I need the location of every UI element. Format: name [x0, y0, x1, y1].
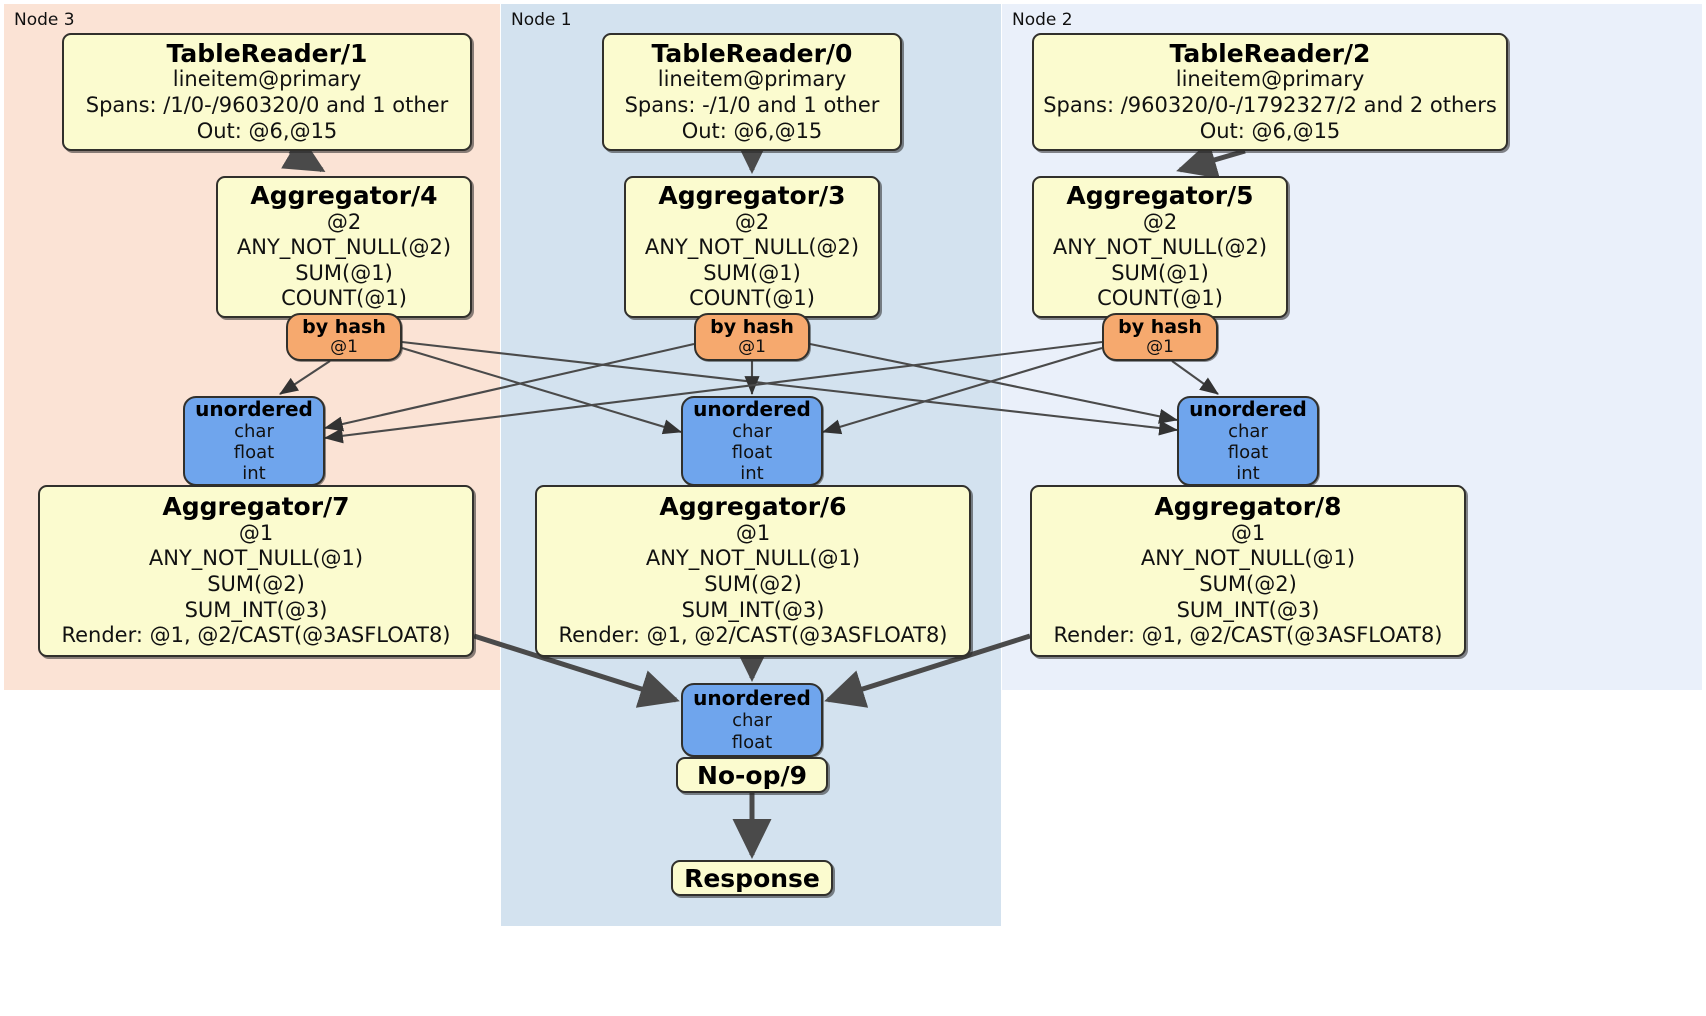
- synchronizer-type: float: [233, 441, 275, 463]
- processor-aggregator-5[interactable]: Aggregator/5 @2 ANY_NOT_NULL(@2) SUM(@1)…: [1032, 176, 1288, 318]
- synchronizer-title: unordered: [693, 396, 811, 421]
- synchronizer-unordered-right[interactable]: unordered char float int: [1177, 396, 1319, 486]
- processor-title: Aggregator/6: [659, 492, 847, 522]
- synchronizer-type: char: [1228, 420, 1268, 442]
- processor-title: Aggregator/4: [250, 181, 438, 211]
- processor-detail: ANY_NOT_NULL(@1): [148, 546, 364, 571]
- processor-title: No-op/9: [696, 760, 808, 790]
- synchronizer-type: char: [732, 710, 772, 732]
- processor-detail: COUNT(@1): [281, 286, 407, 311]
- processor-detail: ANY_NOT_NULL(@2): [644, 235, 860, 260]
- processor-title: Aggregator/5: [1066, 181, 1254, 211]
- processor-title: Aggregator/8: [1154, 492, 1342, 522]
- processor-detail: lineitem@primary: [1175, 67, 1365, 92]
- processor-detail: @2: [326, 209, 362, 234]
- synchronizer-type: float: [1227, 441, 1269, 463]
- synchronizer-type: float: [731, 441, 773, 463]
- processor-detail: Out: @6,@15: [681, 118, 823, 143]
- processor-detail: COUNT(@1): [1097, 286, 1223, 311]
- synchronizer-unordered-middle[interactable]: unordered char float int: [681, 396, 823, 486]
- router-by-hash-4[interactable]: by hash @1: [286, 313, 402, 361]
- processor-aggregator-8[interactable]: Aggregator/8 @1 ANY_NOT_NULL(@1) SUM(@2)…: [1030, 485, 1466, 657]
- processor-title: TableReader/1: [166, 38, 368, 68]
- processor-detail: SUM(@2): [207, 571, 305, 596]
- router-title: by hash: [710, 315, 794, 338]
- processor-title: TableReader/0: [651, 38, 853, 68]
- processor-detail: @2: [734, 209, 770, 234]
- processor-detail: @1: [735, 520, 771, 545]
- processor-detail: @1: [238, 520, 274, 545]
- processor-render: Render: @1, @2/CAST(@3ASFLOAT8): [558, 623, 948, 648]
- synchronizer-unordered-left[interactable]: unordered char float int: [183, 396, 325, 486]
- router-title: by hash: [1118, 315, 1202, 338]
- processor-title: TableReader/2: [1169, 38, 1371, 68]
- processor-detail: COUNT(@1): [689, 286, 815, 311]
- synchronizer-title: unordered: [693, 686, 811, 711]
- processor-detail: SUM(@1): [703, 260, 801, 285]
- processor-detail: lineitem@primary: [657, 67, 847, 92]
- response-node[interactable]: Response: [671, 860, 833, 896]
- processor-aggregator-4[interactable]: Aggregator/4 @2 ANY_NOT_NULL(@2) SUM(@1)…: [216, 176, 472, 318]
- synchronizer-type: float: [731, 731, 773, 753]
- response-title: Response: [684, 863, 820, 893]
- node-panel-label: Node 1: [511, 10, 572, 30]
- synchronizer-unordered-final[interactable]: unordered char float: [681, 683, 823, 757]
- processor-detail: SUM(@2): [1199, 571, 1297, 596]
- synchronizer-title: unordered: [1189, 396, 1307, 421]
- synchronizer-type: char: [732, 420, 772, 442]
- processor-detail: SUM_INT(@3): [681, 597, 825, 622]
- processor-detail: ANY_NOT_NULL(@1): [645, 546, 861, 571]
- processor-aggregator-6[interactable]: Aggregator/6 @1 ANY_NOT_NULL(@1) SUM(@2)…: [535, 485, 971, 657]
- processor-no-op-9[interactable]: No-op/9: [676, 757, 828, 793]
- node-panel-label: Node 3: [14, 10, 75, 30]
- synchronizer-type: int: [740, 463, 764, 485]
- synchronizer-title: unordered: [195, 396, 313, 421]
- processor-detail: Out: @6,@15: [196, 118, 338, 143]
- processor-title: Aggregator/7: [162, 492, 350, 522]
- router-detail: @1: [330, 336, 358, 357]
- synchronizer-type: int: [242, 463, 266, 485]
- processor-tablereader-1[interactable]: TableReader/1 lineitem@primary Spans: /1…: [62, 33, 472, 151]
- processor-detail: Spans: -/1/0 and 1 other: [624, 92, 880, 117]
- router-detail: @1: [738, 336, 766, 357]
- processor-detail: Out: @6,@15: [1199, 118, 1341, 143]
- processor-detail: Spans: /960320/0-/1792327/2 and 2 others: [1043, 92, 1497, 117]
- processor-detail: SUM_INT(@3): [184, 597, 328, 622]
- processor-aggregator-3[interactable]: Aggregator/3 @2 ANY_NOT_NULL(@2) SUM(@1)…: [624, 176, 880, 318]
- processor-detail: ANY_NOT_NULL(@2): [236, 235, 452, 260]
- synchronizer-type: char: [234, 420, 274, 442]
- processor-render: Render: @1, @2/CAST(@3ASFLOAT8): [61, 623, 451, 648]
- processor-detail: @1: [1230, 520, 1266, 545]
- router-detail: @1: [1146, 336, 1174, 357]
- processor-detail: lineitem@primary: [172, 67, 362, 92]
- processor-render: Render: @1, @2/CAST(@3ASFLOAT8): [1053, 623, 1443, 648]
- router-by-hash-3[interactable]: by hash @1: [694, 313, 810, 361]
- processor-detail: SUM(@1): [1111, 260, 1209, 285]
- processor-detail: SUM(@1): [295, 260, 393, 285]
- processor-title: Aggregator/3: [658, 181, 846, 211]
- processor-detail: ANY_NOT_NULL(@2): [1052, 235, 1268, 260]
- processor-detail: SUM_INT(@3): [1176, 597, 1320, 622]
- router-by-hash-5[interactable]: by hash @1: [1102, 313, 1218, 361]
- processor-detail: SUM(@2): [704, 571, 802, 596]
- synchronizer-type: int: [1236, 463, 1260, 485]
- processor-tablereader-2[interactable]: TableReader/2 lineitem@primary Spans: /9…: [1032, 33, 1508, 151]
- processor-tablereader-0[interactable]: TableReader/0 lineitem@primary Spans: -/…: [602, 33, 902, 151]
- processor-detail: ANY_NOT_NULL(@1): [1140, 546, 1356, 571]
- processor-detail: Spans: /1/0-/960320/0 and 1 other: [85, 92, 449, 117]
- router-title: by hash: [302, 315, 386, 338]
- processor-aggregator-7[interactable]: Aggregator/7 @1 ANY_NOT_NULL(@1) SUM(@2)…: [38, 485, 474, 657]
- processor-detail: @2: [1142, 209, 1178, 234]
- node-panel-label: Node 2: [1012, 10, 1073, 30]
